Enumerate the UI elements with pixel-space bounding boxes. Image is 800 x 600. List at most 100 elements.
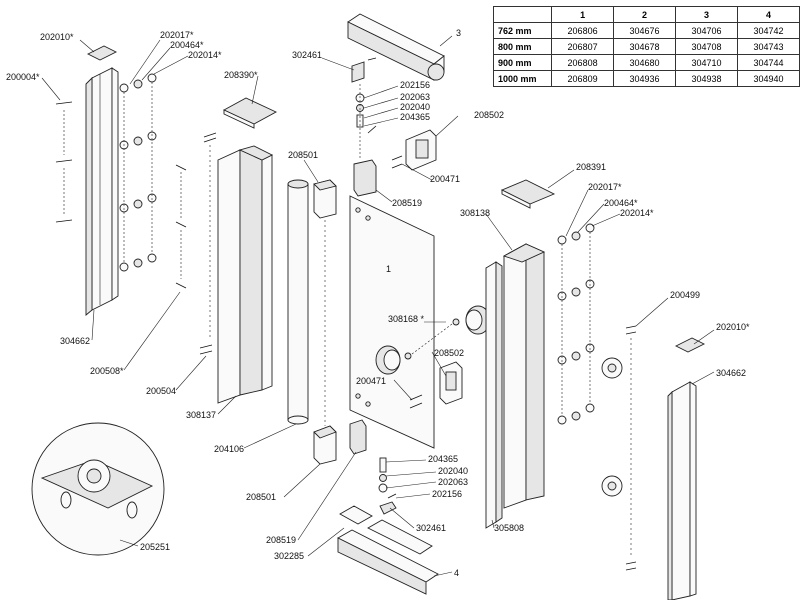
- table-row-size: 1000 mm: [492, 70, 553, 87]
- roller-stack-top: [355, 84, 377, 160]
- table-cell: 304744: [737, 54, 800, 71]
- table-cell: 304742: [737, 22, 800, 39]
- hinge-208502-mid: [409, 361, 463, 409]
- table-row: 900 mm 206808 304680 304710 304744: [492, 54, 800, 71]
- label-302461-bottom: 302461: [416, 523, 446, 533]
- detail-view-205251: [31, 422, 165, 556]
- bracket-208519-top: [353, 159, 377, 197]
- end-cap-208390: [223, 97, 277, 129]
- label-202014-right: 202014*: [620, 208, 654, 218]
- table-cell: 206807: [551, 38, 615, 55]
- table-header-row: 1 2 3 4: [492, 6, 800, 23]
- label-208519-top: 208519: [392, 198, 422, 208]
- table-cell: 304680: [613, 54, 677, 71]
- hinge-208502-top: [391, 129, 437, 171]
- table-cell: 304676: [613, 22, 677, 39]
- label-200471-top: 200471: [430, 174, 460, 184]
- table-row: 1000 mm 206809 304936 304938 304940: [492, 70, 800, 87]
- label-202040-top: 202040: [400, 102, 430, 112]
- label-202017-left: 202017*: [160, 30, 194, 40]
- table-cell: 304708: [675, 38, 738, 55]
- label-208502-mid: 208502: [434, 348, 464, 358]
- roller-stack-bottom: [378, 457, 397, 515]
- block-208501-top: [313, 179, 337, 219]
- glass-panel-1: [349, 195, 435, 449]
- table-header-cell: 4: [737, 6, 800, 23]
- label-302285: 302285: [274, 551, 304, 561]
- bracket-302461-top: [351, 57, 377, 83]
- label-202156-top: 202156: [400, 80, 430, 90]
- label-308168: 308168 *: [388, 314, 425, 324]
- leader-lines: [41, 35, 715, 577]
- label-204365-top: 204365: [400, 112, 430, 122]
- wall-profile-right: [667, 381, 697, 600]
- label-200508: 200508*: [90, 366, 124, 376]
- knob-308168: [375, 305, 491, 375]
- table-cell: 304940: [737, 70, 800, 87]
- table-header-cell: 2: [613, 6, 677, 23]
- table-cell: 304678: [613, 38, 677, 55]
- table-cell: 304936: [613, 70, 677, 87]
- label-202017-right: 202017*: [588, 182, 622, 192]
- table-cell: 206808: [551, 54, 615, 71]
- profile-305808: [485, 261, 503, 529]
- label-200004: 200004*: [6, 72, 40, 82]
- part-labels: 202010* 202017* 200464* 202014* 200004* …: [6, 28, 750, 578]
- label-208390: 208390*: [224, 70, 258, 80]
- label-202063-bottom: 202063: [438, 477, 468, 487]
- label-200499: 200499: [670, 290, 700, 300]
- label-308138: 308138: [460, 208, 490, 218]
- table-cell: 206806: [551, 22, 615, 39]
- table-header-cell: 1: [551, 6, 615, 23]
- label-304662-right: 304662: [716, 368, 746, 378]
- table-header-cell: 3: [675, 6, 738, 23]
- label-202010-right: 202010*: [716, 322, 750, 332]
- table-cell: 304938: [675, 70, 738, 87]
- table-header-cell: [492, 6, 553, 23]
- bushing-stack-right: [557, 223, 595, 425]
- label-304662-left: 304662: [60, 336, 90, 346]
- label-205251: 205251: [140, 542, 170, 552]
- label-302461-top: 302461: [292, 50, 322, 60]
- table-row-size: 800 mm: [492, 38, 553, 55]
- label-204365-bottom: 204365: [428, 454, 458, 464]
- table-cell: 304706: [675, 22, 738, 39]
- label-208391: 208391: [576, 162, 606, 172]
- label-3: 3: [456, 28, 461, 38]
- label-202063-top: 202063: [400, 92, 430, 102]
- rail-3-top: [347, 13, 445, 81]
- label-200504: 200504: [146, 386, 176, 396]
- end-cap-202010-right: [674, 337, 706, 353]
- tube-204106: [287, 179, 309, 425]
- label-208501-top: 208501: [288, 150, 318, 160]
- label-202040-bottom: 202040: [438, 466, 468, 476]
- table-row: 762 mm 206806 304676 304706 304742: [492, 22, 800, 39]
- rail-4-bottom: [337, 505, 439, 595]
- table-row: 800 mm 206807 304678 304708 304743: [492, 38, 800, 55]
- bushing-stack-left: [119, 73, 157, 272]
- label-202014-left: 202014*: [188, 50, 222, 60]
- label-308137: 308137: [186, 410, 216, 420]
- label-208502-top: 208502: [474, 110, 504, 120]
- table-cell: 304743: [737, 38, 800, 55]
- table-row-size: 900 mm: [492, 54, 553, 71]
- size-part-table: 1 2 3 4 762 mm 206806 304676 304706 3047…: [492, 6, 800, 87]
- table-row-size: 762 mm: [492, 22, 553, 39]
- label-202010-left: 202010*: [40, 32, 74, 42]
- profile-308138: [502, 243, 546, 509]
- label-208519-bottom: 208519: [266, 535, 296, 545]
- screw-200499-set: [625, 325, 637, 571]
- end-cap-202010-left: [86, 45, 118, 61]
- label-305808: 305808: [494, 523, 524, 533]
- label-panel-1: 1: [386, 264, 391, 274]
- end-cap-208391: [500, 179, 556, 209]
- label-200471-mid: 200471: [356, 376, 386, 386]
- label-202156-bottom: 202156: [432, 489, 462, 499]
- screw-200508-set: [175, 164, 187, 289]
- label-208501-bottom: 208501: [246, 492, 276, 502]
- label-4: 4: [454, 568, 459, 578]
- table-cell: 304710: [675, 54, 738, 71]
- label-200464-right: 200464*: [604, 198, 638, 208]
- profile-308137: [217, 145, 274, 404]
